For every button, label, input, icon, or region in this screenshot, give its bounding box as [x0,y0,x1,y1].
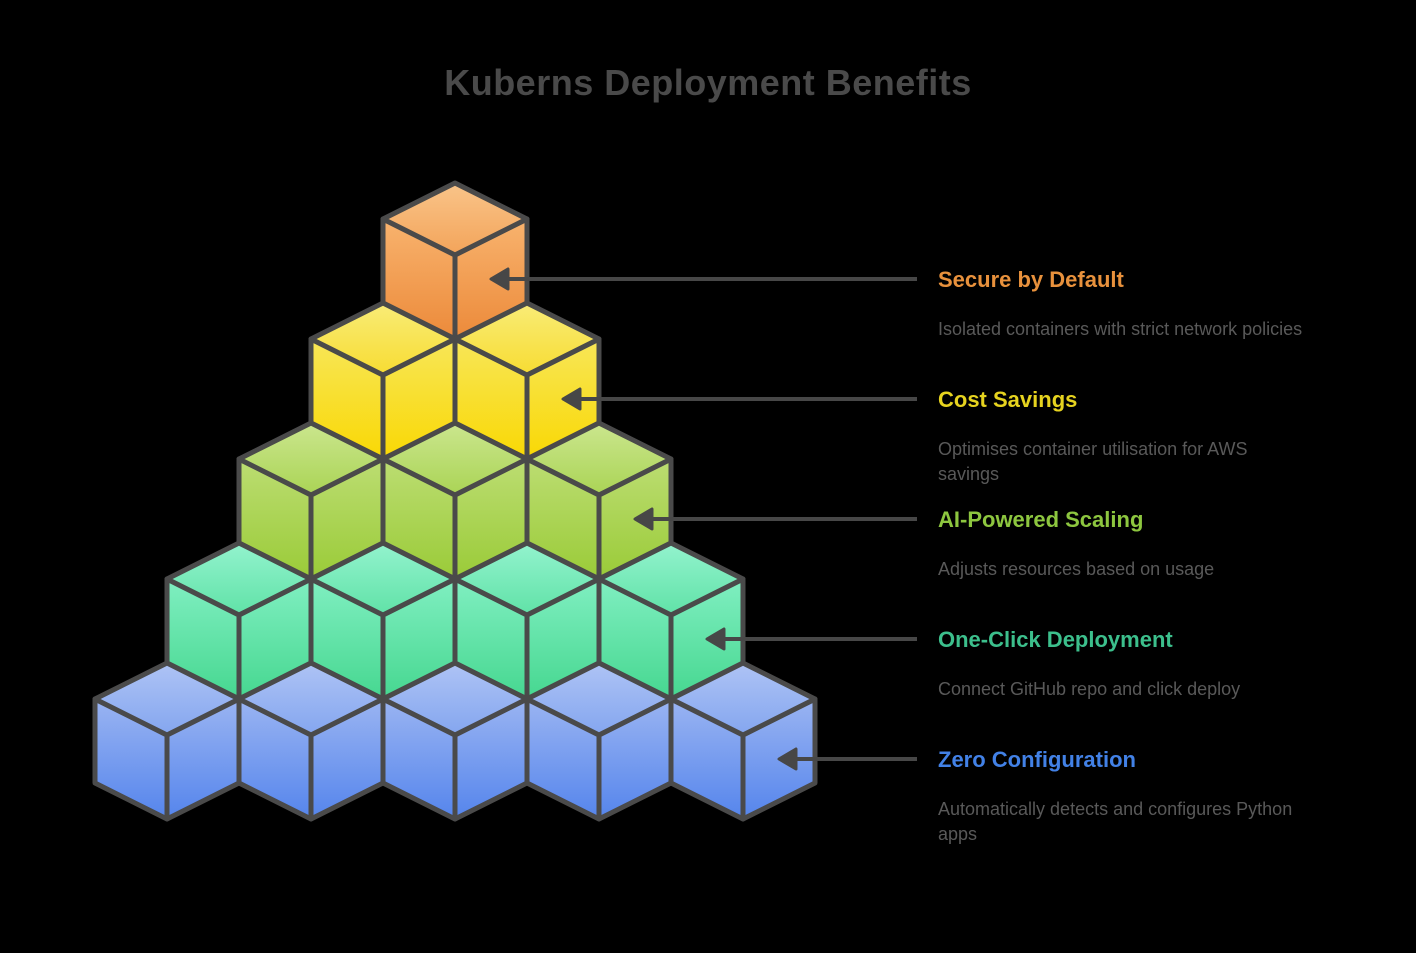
arrowhead-icon [561,387,582,411]
cube-zero-configuration-0 [92,660,242,822]
benefit-secure-by-default: Secure by Default Isolated containers wi… [938,267,1308,342]
arrow-cost-savings [561,387,917,411]
benefit-title: Zero Configuration [938,747,1136,772]
arrow-zero-configuration [777,747,917,771]
benefit-title: AI-Powered Scaling [938,507,1144,532]
cube-cost-savings-0 [308,300,458,462]
arrow-ai-powered-scaling [633,507,917,531]
benefit-title: Cost Savings [938,387,1078,412]
cube-one-click-deployment-2 [452,540,602,702]
benefit-title: One-Click Deployment [938,627,1173,652]
arrowhead-icon [489,267,510,291]
benefit-description: Isolated containers with strict network … [938,319,1303,339]
cube-zero-configuration-4 [668,660,818,822]
benefit-description: Adjusts resources based on usage [938,559,1215,579]
arrowhead-icon [633,507,654,531]
benefit-description: Connect GitHub repo and click deploy [938,679,1241,699]
cube-one-click-deployment-1 [308,540,458,702]
page-title: Kuberns Deployment Benefits [444,62,972,103]
arrowhead-icon [777,747,798,771]
cube-ai-powered-scaling-1 [380,420,530,582]
benefit-title: Secure by Default [938,267,1124,292]
benefit-description: Automatically detects and configures Pyt… [938,799,1293,844]
benefit-cost-savings: Cost Savings Optimises container utilisa… [938,387,1308,487]
cube-zero-configuration-3 [524,660,674,822]
benefit-zero-configuration: Zero Configuration Automatically detects… [938,747,1308,847]
benefit-one-click-deployment: One-Click Deployment Connect GitHub repo… [938,627,1308,702]
cube-zero-configuration-2 [380,660,530,822]
benefit-description: Optimises container utilisation for AWS … [938,439,1248,484]
cube-zero-configuration-1 [236,660,386,822]
arrow-secure-by-default [489,267,917,291]
arrowhead-icon [705,627,726,651]
benefit-ai-powered-scaling: AI-Powered Scaling Adjusts resources bas… [938,507,1308,582]
arrow-one-click-deployment [705,627,917,651]
cube-ai-powered-scaling-0 [236,420,386,582]
